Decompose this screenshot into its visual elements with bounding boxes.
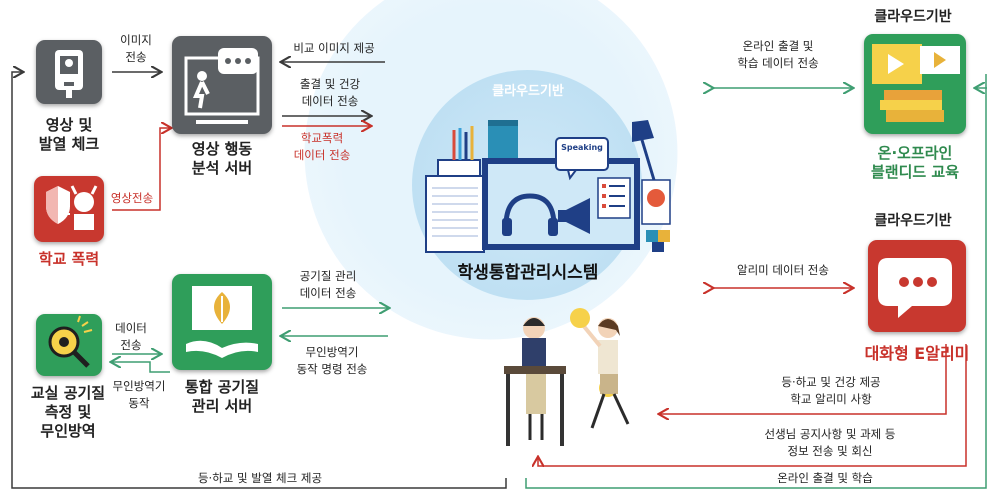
student-system-illustration: Speaking xyxy=(425,120,671,253)
air-sensor-icon xyxy=(48,315,93,368)
right-cloud-label-2: 클라우드기반 xyxy=(874,213,952,229)
flow-compare-image: 비교 이미지 제공 xyxy=(293,41,375,55)
school-violence-icon xyxy=(46,185,98,230)
center-cloud-label: 클라우드기반 xyxy=(492,84,564,99)
chat-bubble-icon xyxy=(878,258,952,318)
e-alert-tile xyxy=(868,240,966,332)
blended-education-icon xyxy=(872,44,960,122)
school-violence-tile xyxy=(34,176,104,242)
system-title: 학생통합관리시스템 xyxy=(457,263,599,283)
blended-education-tile xyxy=(864,34,966,134)
label-video-send: 영상전송 xyxy=(110,191,154,205)
video-analysis-server-tile xyxy=(172,36,272,134)
leaf-server-icon xyxy=(186,286,258,358)
thermal-camera-tile xyxy=(36,40,102,104)
air-sensor-tile xyxy=(36,314,102,376)
flow-bottom-right: 온라인 출결 및 학습 xyxy=(777,471,873,485)
right-cloud-label-1: 클라우드기반 xyxy=(874,9,952,25)
flow-alert-data: 알리미 데이터 전송 xyxy=(737,263,829,277)
students-illustration xyxy=(504,308,630,446)
thermal-camera-icon xyxy=(55,50,83,98)
video-analysis-icon xyxy=(184,48,260,124)
e-alert-caption: 대화형 E알리미 xyxy=(864,344,970,363)
violence-caption: 학교 폭력 xyxy=(38,250,100,268)
flow-bottom-left: 등·하교 및 발열 체크 제공 xyxy=(197,471,323,485)
air-quality-server-tile xyxy=(172,274,272,370)
speaking-label: Speaking xyxy=(561,143,603,152)
